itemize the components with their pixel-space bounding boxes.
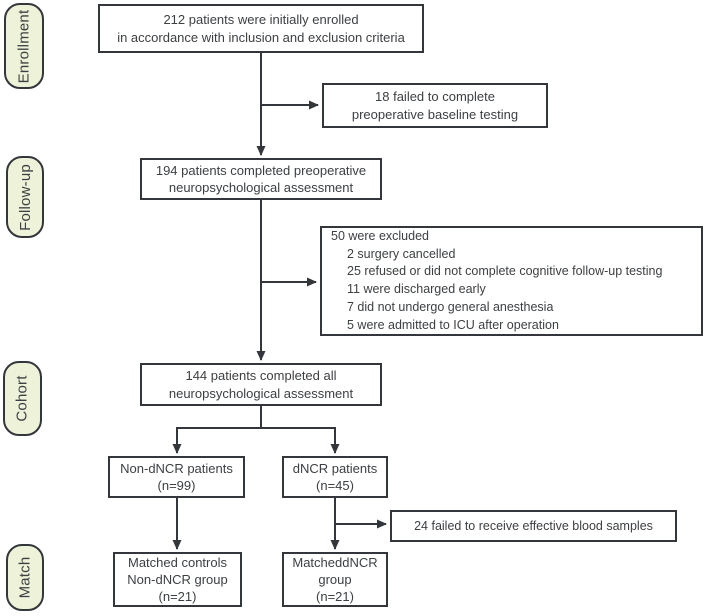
box-line: 212 patients were initially enrolled — [163, 12, 359, 28]
box-line: 7 did not undergo general anesthesia — [347, 299, 554, 314]
box-excluded: 50 were excluded 2 surgery cancelled 25 … — [320, 226, 703, 336]
stage-label-text: Enrollment — [15, 9, 33, 83]
box-line: neuropsychological assessment — [168, 385, 354, 401]
stage-label-cohort: Cohort — [3, 361, 42, 436]
box-line: Matched controls — [128, 554, 227, 570]
box-line: group — [318, 571, 352, 587]
box-line: neuropsychological assessment — [168, 180, 354, 195]
box-line: Non-dNCR patients — [120, 460, 233, 476]
box-line: (n=45) — [316, 478, 354, 493]
box-preop-assessment-completed: 194 patients completed preoperative neur… — [140, 158, 382, 200]
box-line: MatcheddNCR — [292, 554, 378, 570]
stage-label-text: Match — [16, 556, 34, 599]
box-line: in accordance with inclusion and exclusi… — [117, 29, 405, 45]
box-matched-controls: Matched controls Non-dNCR group (n=21) — [113, 552, 242, 607]
box-line: preoperative baseline testing — [351, 106, 519, 122]
box-line: 2 surgery cancelled — [347, 246, 456, 261]
box-line: 18 failed to complete — [375, 89, 495, 105]
box-line: 50 were excluded — [331, 228, 429, 243]
box-line: Non-dNCR group — [127, 571, 228, 587]
box-line: (n=99) — [157, 478, 196, 493]
box-all-assessment-completed: 144 patients completed all neuropsycholo… — [140, 363, 382, 406]
box-line: 144 patients completed all — [185, 368, 337, 384]
box-non-dncr-patients: Non-dNCR patients (n=99) — [108, 456, 245, 498]
box-line: 5 were admitted to ICU after operation — [347, 317, 559, 332]
box-line: 11 were discharged early — [347, 282, 486, 296]
box-line: 24 failed to receive effective blood sam… — [414, 518, 653, 533]
box-failed-baseline-testing: 18 failed to complete preoperative basel… — [322, 83, 548, 128]
stage-label-text: Follow-up — [16, 163, 34, 231]
box-line: dNCR patients — [292, 460, 378, 476]
stage-label-text: Cohort — [14, 375, 32, 422]
stage-label-follow-up: Follow-up — [6, 156, 44, 238]
box-failed-blood-samples: 24 failed to receive effective blood sam… — [390, 510, 677, 542]
box-line: (n=21) — [316, 589, 354, 605]
stage-label-enrollment: Enrollment — [4, 3, 44, 89]
box-line: 194 patients completed preoperative — [155, 162, 367, 178]
stage-label-match: Match — [6, 544, 44, 611]
box-dncr-patients: dNCR patients (n=45) — [282, 456, 388, 498]
box-matched-dncr: MatcheddNCR group (n=21) — [282, 552, 388, 607]
box-line: 25 refused or did not complete cognitive… — [347, 264, 663, 279]
box-initially-enrolled: 212 patients were initially enrolled in … — [98, 4, 424, 53]
box-line: (n=21) — [158, 589, 197, 605]
